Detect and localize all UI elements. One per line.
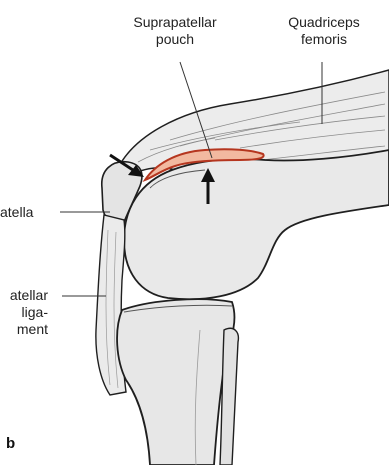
- label-line: liga-: [0, 304, 48, 321]
- fibula: [220, 328, 238, 465]
- label-line: femoris: [262, 31, 386, 48]
- femur: [124, 150, 389, 299]
- label-quadriceps-femoris: Quadriceps femoris: [262, 14, 386, 48]
- panel-letter: b: [6, 435, 15, 452]
- label-line: Suprapatellar: [100, 14, 250, 31]
- tibia: [117, 299, 234, 465]
- label-line: atellar: [0, 287, 48, 304]
- label-line: ment: [0, 321, 48, 338]
- label-line: Quadriceps: [262, 14, 386, 31]
- label-suprapatellar-pouch: Suprapatellar pouch: [100, 14, 250, 48]
- label-patella: atella: [0, 204, 33, 221]
- label-patellar-ligament: atellar liga- ment: [0, 287, 48, 338]
- label-line: pouch: [100, 31, 250, 48]
